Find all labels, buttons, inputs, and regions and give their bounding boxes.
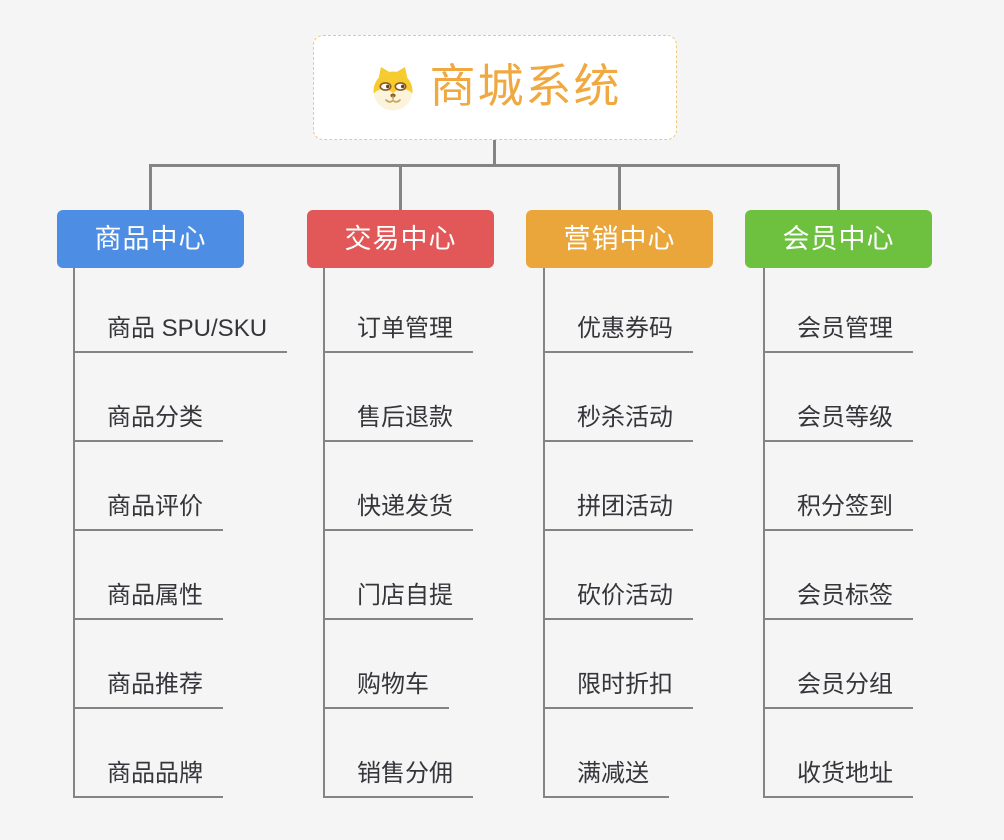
leaf-row: 满减送 — [545, 709, 693, 798]
leaf-row: 商品评价 — [75, 442, 287, 531]
connector-drop-marketing — [618, 164, 621, 211]
branch-member-center[interactable]: 会员中心 — [745, 210, 932, 268]
leaf-item[interactable]: 会员等级 — [765, 397, 913, 442]
leaf-item[interactable]: 拼团活动 — [545, 486, 693, 531]
branch-product-children: 商品 SPU/SKU 商品分类 商品评价 商品属性 商品推荐 商品品牌 — [73, 268, 288, 798]
leaf-row: 商品推荐 — [75, 620, 287, 709]
leaf-row: 会员分组 — [765, 620, 913, 709]
connector-root-stub — [493, 140, 496, 165]
connector-horizontal — [149, 164, 840, 167]
leaf-row: 会员等级 — [765, 353, 913, 442]
leaf-item[interactable]: 商品属性 — [75, 575, 223, 620]
connector-drop-product — [149, 164, 152, 211]
leaf-item[interactable]: 售后退款 — [325, 397, 473, 442]
leaf-row: 快递发货 — [325, 442, 473, 531]
leaf-row: 销售分佣 — [325, 709, 473, 798]
leaf-item[interactable]: 销售分佣 — [325, 753, 473, 798]
leaf-row: 订单管理 — [325, 268, 473, 353]
leaf-item[interactable]: 商品 SPU/SKU — [75, 308, 288, 353]
leaf-row: 积分签到 — [765, 442, 913, 531]
leaf-row: 商品品牌 — [75, 709, 287, 798]
leaf-item[interactable]: 订单管理 — [325, 308, 473, 353]
leaf-item[interactable]: 购物车 — [325, 664, 449, 709]
leaf-row: 拼团活动 — [545, 442, 693, 531]
branch-marketing-children: 优惠券码 秒杀活动 拼团活动 砍价活动 限时折扣 满减送 — [543, 268, 693, 798]
branch-marketing-center[interactable]: 营销中心 — [526, 210, 713, 268]
connector-drop-member — [837, 164, 840, 211]
leaf-row: 会员标签 — [765, 531, 913, 620]
leaf-item[interactable]: 商品分类 — [75, 397, 223, 442]
leaf-row: 会员管理 — [765, 268, 913, 353]
leaf-item[interactable]: 商品评价 — [75, 486, 223, 531]
leaf-row: 门店自提 — [325, 531, 473, 620]
leaf-item[interactable]: 会员标签 — [765, 575, 913, 620]
leaf-row: 优惠券码 — [545, 268, 693, 353]
leaf-item[interactable]: 商品推荐 — [75, 664, 223, 709]
leaf-row: 商品分类 — [75, 353, 287, 442]
root-node[interactable]: 商城系统 — [313, 35, 677, 140]
leaf-item[interactable]: 收货地址 — [765, 753, 913, 798]
branch-trade-center[interactable]: 交易中心 — [307, 210, 494, 268]
leaf-item[interactable]: 满减送 — [545, 753, 669, 798]
leaf-row: 商品属性 — [75, 531, 287, 620]
leaf-row: 收货地址 — [765, 709, 913, 798]
leaf-item[interactable]: 门店自提 — [325, 575, 473, 620]
branch-trade-children: 订单管理 售后退款 快递发货 门店自提 购物车 销售分佣 — [323, 268, 473, 798]
leaf-row: 秒杀活动 — [545, 353, 693, 442]
connector-drop-trade — [399, 164, 402, 211]
leaf-row: 商品 SPU/SKU — [75, 268, 288, 353]
branch-product-center[interactable]: 商品中心 — [57, 210, 244, 268]
leaf-item[interactable]: 优惠券码 — [545, 308, 693, 353]
leaf-row: 购物车 — [325, 620, 473, 709]
leaf-item[interactable]: 秒杀活动 — [545, 397, 693, 442]
leaf-item[interactable]: 砍价活动 — [545, 575, 693, 620]
leaf-row: 售后退款 — [325, 353, 473, 442]
leaf-item[interactable]: 快递发货 — [325, 486, 473, 531]
leaf-item[interactable]: 限时折扣 — [545, 664, 693, 709]
leaf-item[interactable]: 商品品牌 — [75, 753, 223, 798]
leaf-row: 砍价活动 — [545, 531, 693, 620]
dog-icon — [373, 66, 412, 110]
root-title: 商城系统 — [429, 59, 622, 112]
branch-member-children: 会员管理 会员等级 积分签到 会员标签 会员分组 收货地址 — [763, 268, 913, 798]
leaf-item[interactable]: 会员分组 — [765, 664, 913, 709]
leaf-item[interactable]: 会员管理 — [765, 308, 913, 353]
leaf-row: 限时折扣 — [545, 620, 693, 709]
leaf-item[interactable]: 积分签到 — [765, 486, 913, 531]
